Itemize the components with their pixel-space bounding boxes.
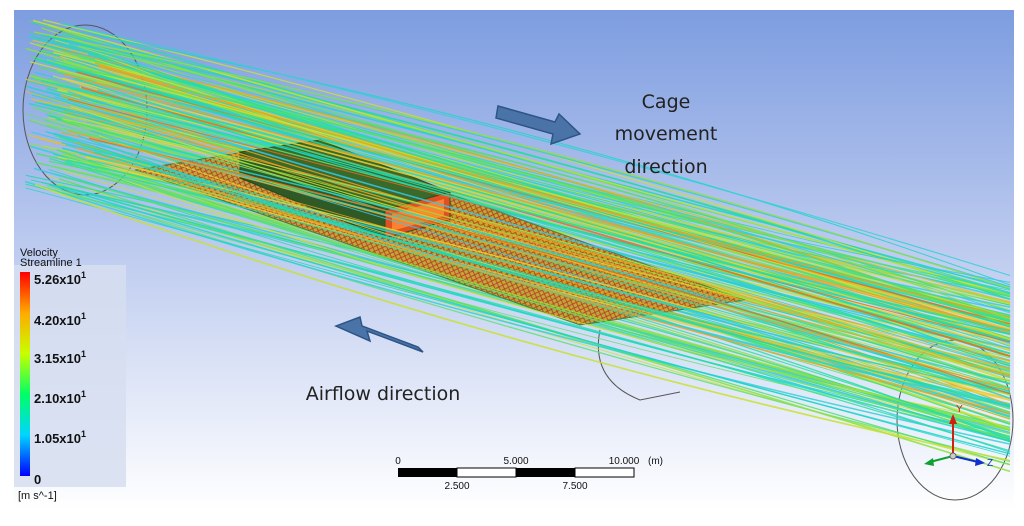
cage-label-line2: movement <box>615 123 718 145</box>
streamline <box>80 86 1011 357</box>
legend-panel <box>14 265 126 487</box>
streamline <box>76 147 1011 415</box>
streamline <box>70 88 1011 367</box>
streamline <box>95 146 1011 394</box>
streamline <box>60 56 1011 330</box>
legend-subtitle: Streamline 1 <box>20 257 82 269</box>
streamline <box>81 144 1011 392</box>
streamline <box>97 168 1011 431</box>
legend-tick-label: 3.15x101 <box>34 349 86 366</box>
streamline <box>33 31 1011 289</box>
legend-tick-label: 0 <box>34 472 41 487</box>
streamline <box>97 63 1011 334</box>
scale-unit: (m) <box>648 456 663 467</box>
streamline <box>99 137 1011 400</box>
streamline <box>24 180 1011 445</box>
streamline <box>72 93 1011 362</box>
streamline <box>64 161 1011 438</box>
legend-tick-label: 1.05x101 <box>34 429 86 446</box>
axis-triad-icon[interactable]: Y Z <box>924 404 993 469</box>
streamline <box>76 67 1011 327</box>
cage-label-line1: Cage <box>642 91 691 113</box>
streamline <box>93 151 1011 407</box>
legend-tick-label: 5.26x101 <box>34 270 86 287</box>
streamline <box>48 35 1011 300</box>
legend-unit: [m s^-1] <box>18 490 57 502</box>
scale-label-5: 5.000 <box>503 456 528 467</box>
legend-tick-label: 4.20x101 <box>34 311 86 328</box>
cage-movement-arrow-icon <box>495 105 582 146</box>
streamline <box>49 183 1011 455</box>
scale-label-0: 0 <box>395 456 401 467</box>
streamline <box>76 152 1011 400</box>
streamline <box>31 94 1011 365</box>
streamline <box>73 77 1011 332</box>
streamline <box>25 183 1011 452</box>
streamline <box>32 22 1011 286</box>
legend-tick-label: 2.10x101 <box>34 389 86 406</box>
duct-section-outline <box>597 329 681 401</box>
scale-segment-4 <box>574 467 635 478</box>
scale-bar[interactable]: 0 5.000 10.000 (m) 2.500 7.500 <box>395 456 663 492</box>
scale-segment-1 <box>398 468 457 477</box>
streamline <box>60 23 1011 277</box>
streamline <box>90 108 1011 376</box>
scale-segment-2 <box>456 467 517 478</box>
scale-label-10: 10.000 <box>609 456 640 467</box>
scale-label-2-5: 2.500 <box>444 481 469 492</box>
velocity-legend: Velocity Streamline 1 5.26x101 4.20x101 3.… <box>14 247 126 502</box>
scale-segment-3 <box>516 468 575 477</box>
streamline <box>47 184 1011 463</box>
streamline <box>94 58 1011 305</box>
streamline <box>61 118 1011 381</box>
streamline <box>88 137 1011 395</box>
streamline <box>63 73 1011 331</box>
airflow-arrow-icon <box>334 315 424 353</box>
axis-label-z: Z <box>987 458 993 469</box>
legend-title: Velocity <box>20 247 58 259</box>
streamline <box>65 114 1011 372</box>
legend-colorbar <box>20 272 30 476</box>
streamline <box>85 156 1011 402</box>
streamline <box>71 162 1011 435</box>
streamline <box>87 158 1011 401</box>
streamline <box>43 186 1011 439</box>
streamlines-overlay <box>60 40 1011 441</box>
streamline <box>32 19 1011 297</box>
scale-label-7-5: 7.500 <box>562 481 587 492</box>
streamline <box>77 54 1011 297</box>
axis-label-y: Y <box>956 404 963 415</box>
streamline <box>67 130 1011 391</box>
cage-label-line3: direction <box>624 156 707 178</box>
airflow-label: Airflow direction <box>306 383 461 405</box>
streamline <box>94 62 1011 319</box>
streamline <box>78 45 1011 320</box>
streamline <box>34 183 1011 462</box>
streamline <box>77 54 1011 317</box>
